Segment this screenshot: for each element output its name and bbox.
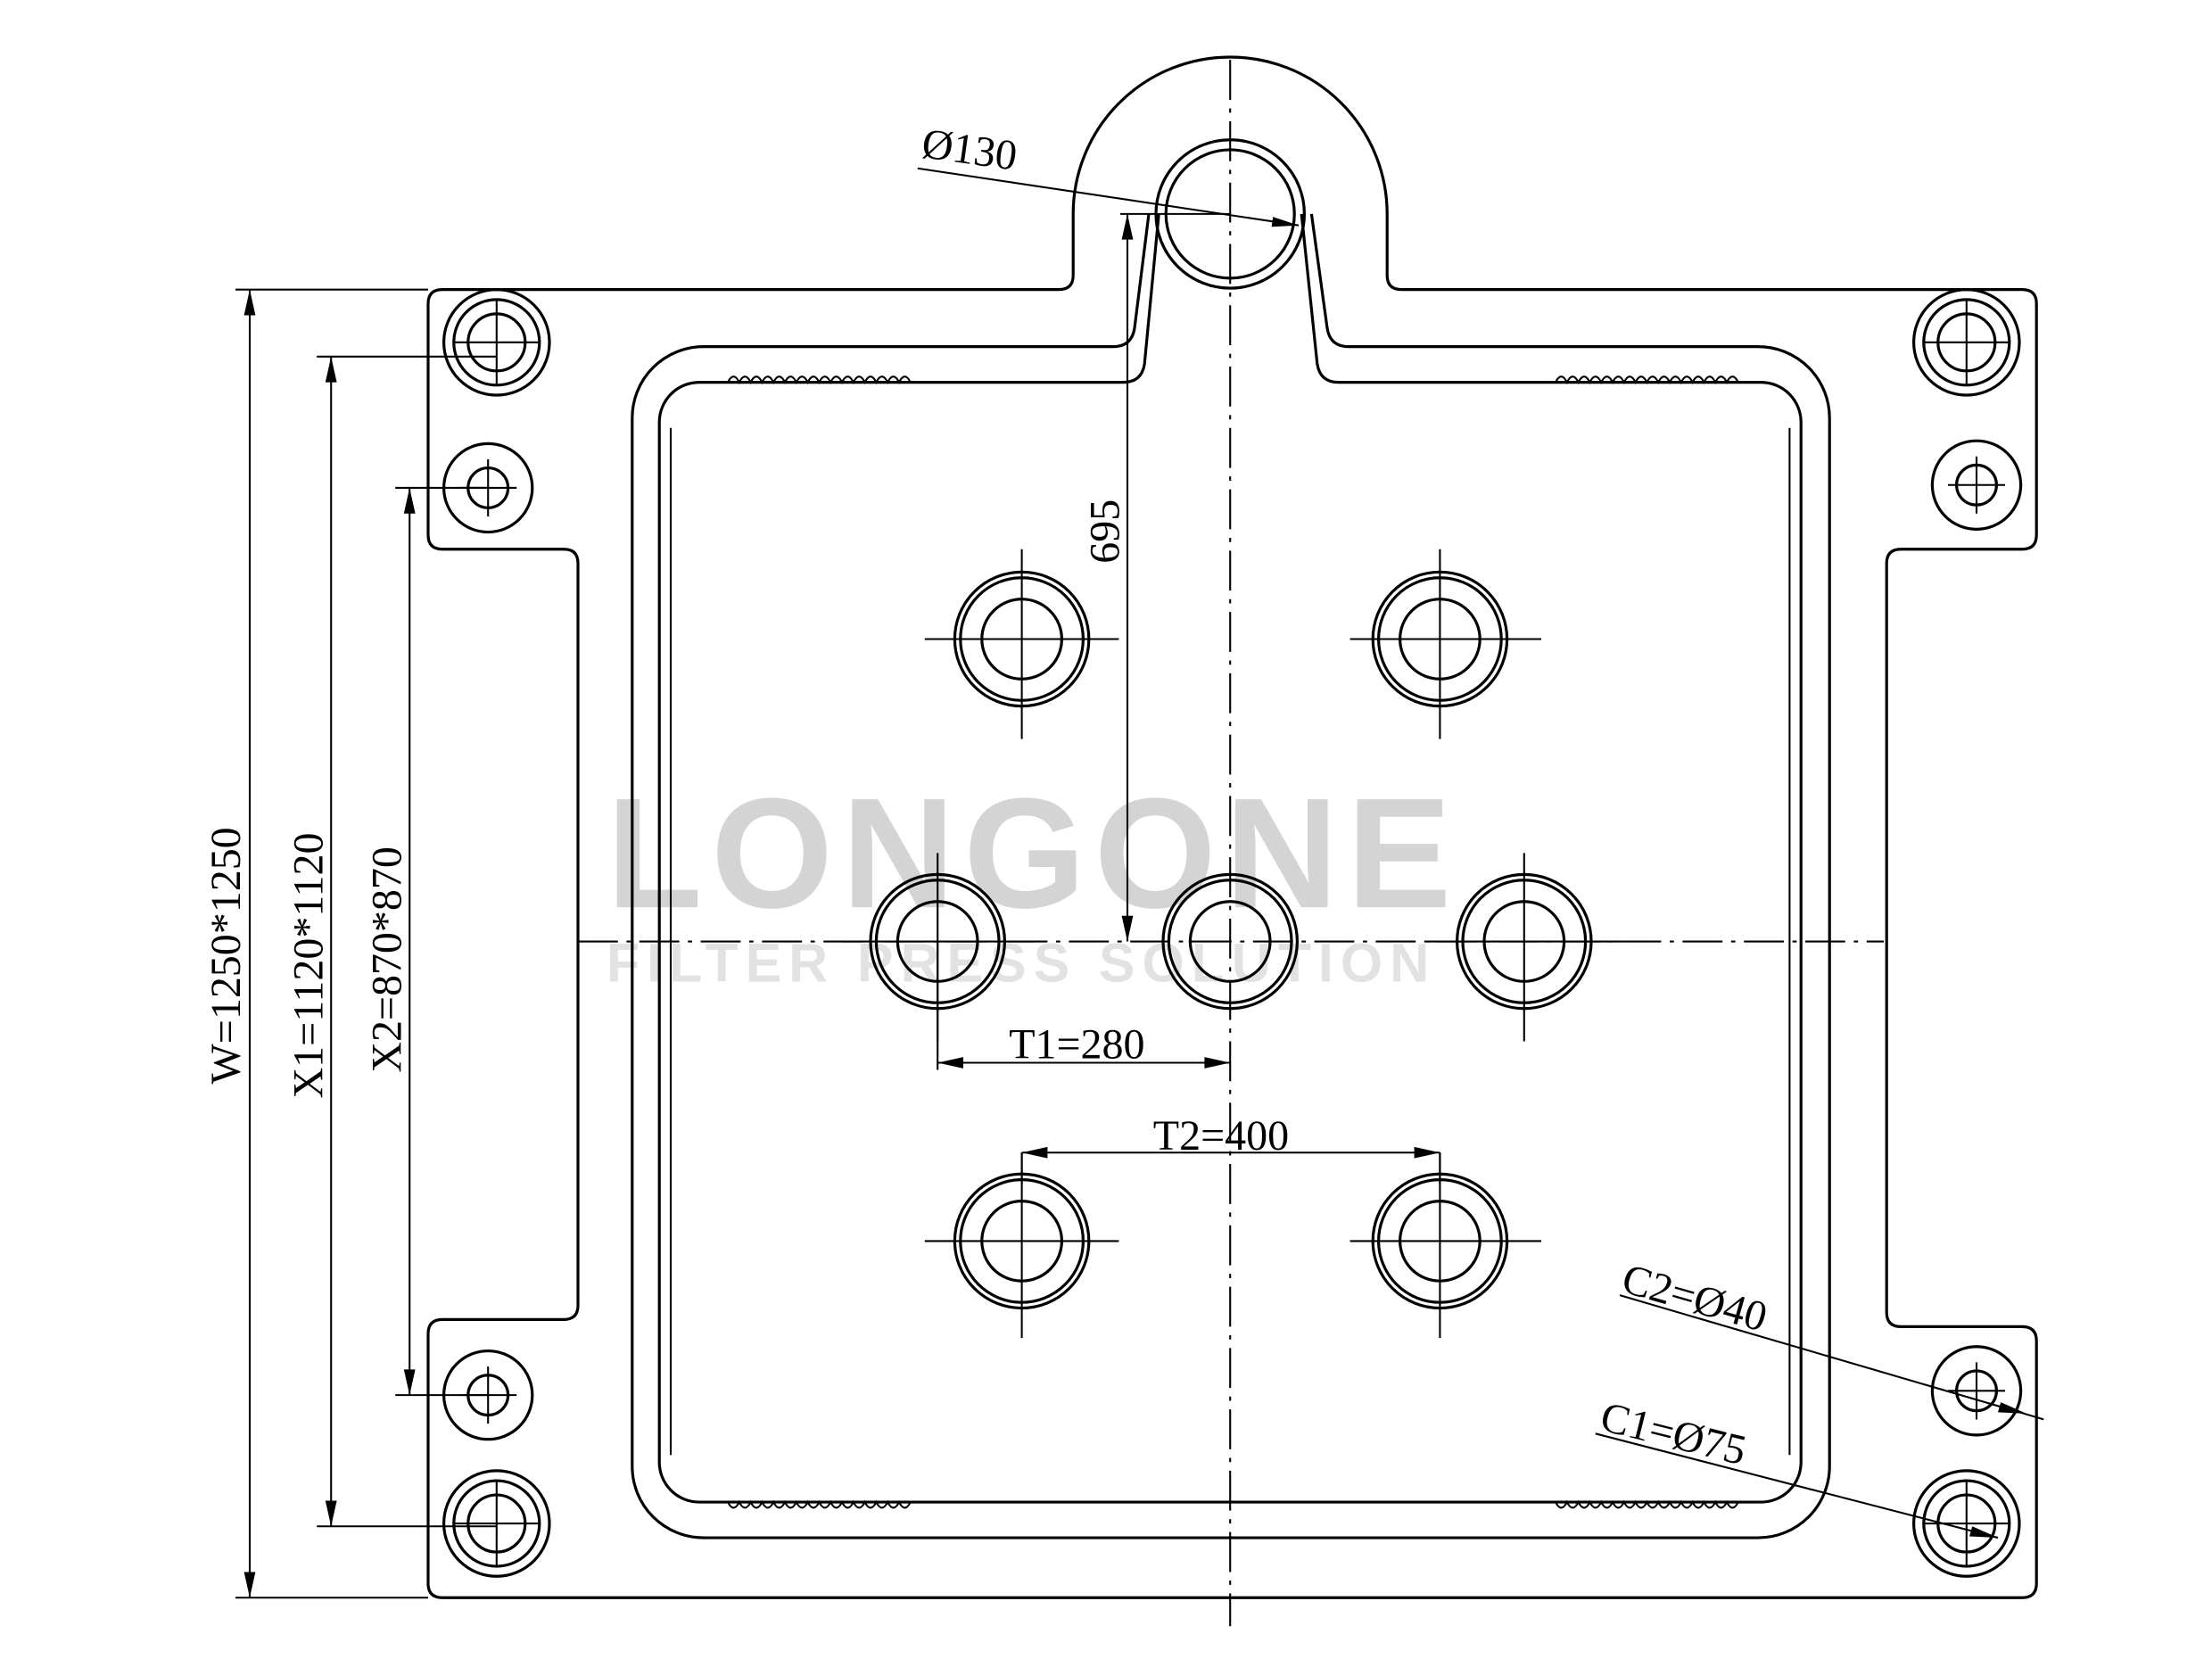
plate-size-label: W=1250*1250 xyxy=(202,827,250,1084)
drain-teeth xyxy=(727,376,1739,1509)
x2-label: X2=870*870 xyxy=(364,846,411,1073)
c1-label: C1=Ø75 xyxy=(1596,1393,1751,1474)
t2-label: T2=400 xyxy=(1153,1112,1289,1160)
feed-height-label: 695 xyxy=(1081,499,1128,564)
c2-label: C2=Ø40 xyxy=(1617,1255,1772,1341)
t1-label: T1=280 xyxy=(1009,1021,1144,1069)
plate-outline xyxy=(426,55,2038,1599)
x1-label: X1=1120*1120 xyxy=(285,833,333,1099)
dimension-lines xyxy=(235,167,2044,1599)
watermark-brand: LONGONE xyxy=(607,766,1460,941)
